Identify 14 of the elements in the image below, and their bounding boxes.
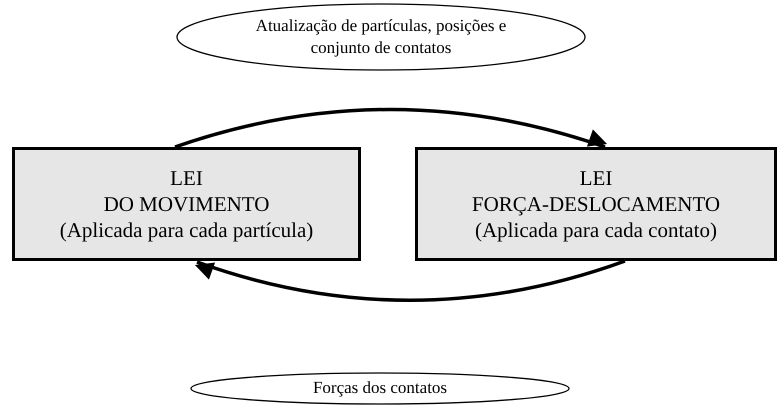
process-box [12,147,361,261]
box-subtitle: (Aplicada para cada contato) [475,217,717,244]
ellipse-shape [190,372,570,405]
box-heading: LEI [170,164,203,191]
box-heading: LEI [580,164,612,191]
process-box [415,147,777,261]
box-heading: FORÇA-DESLOCAMENTO [472,190,720,218]
box-subtitle: (Aplicada para cada partícula) [60,217,314,244]
box-heading: DO MOVIMENTO [104,190,270,218]
curved-arrow [194,259,626,302]
ellipse-shape [176,3,586,71]
node-label: Atualização de partículas, posições e conjunto de contatos [254,14,508,59]
node-label: Forças dos contatos [312,377,448,400]
curved-arrow [174,108,607,149]
